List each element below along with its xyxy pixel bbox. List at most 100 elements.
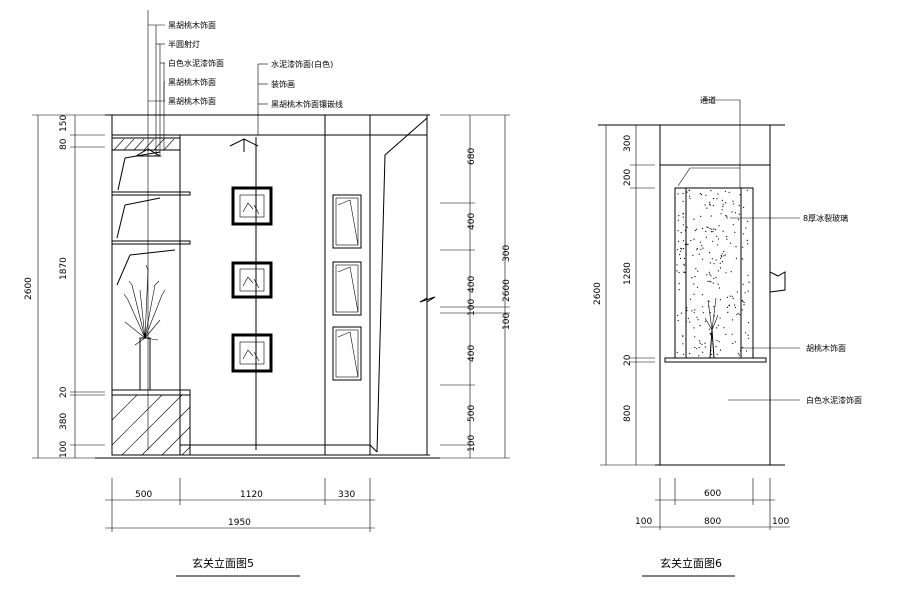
speckle-dot (682, 216, 684, 218)
speckle-dot (698, 346, 700, 349)
speckle-dot (686, 309, 688, 311)
speckle-dot (731, 333, 733, 335)
speckle-dot (747, 322, 750, 324)
dim-150: 150 (59, 115, 69, 132)
dim-380: 380 (59, 413, 69, 430)
elevation-6-title: 玄关立面图6 (660, 556, 722, 570)
speckle-dot (715, 346, 717, 348)
speckle-dot (744, 292, 746, 294)
speckle-dot (696, 247, 699, 250)
dim-100-right: 100 (502, 313, 512, 330)
e6-label-paint: 白色水泥漆饰面 (806, 395, 862, 405)
speckle-dot (735, 246, 737, 248)
speckle-dot (719, 262, 721, 264)
speckle-dot (682, 200, 684, 202)
speckle-dot (680, 250, 682, 252)
elevation-5-outline (95, 114, 440, 459)
elevation-6-outline (598, 124, 786, 466)
speckle-dot (688, 195, 691, 197)
speckle-dot (743, 304, 745, 306)
speckle-dot (677, 240, 680, 242)
speckle-dot (699, 340, 701, 342)
speckle-dot (748, 281, 750, 283)
speckle-dot (742, 300, 744, 303)
speckle-dot (677, 230, 679, 232)
e6-bottom-dimensions: 600 800 100 100 (635, 478, 790, 530)
speckle-dot (709, 312, 712, 314)
speckle-dot (676, 351, 678, 353)
speckle-dot (706, 274, 708, 276)
speckle-dot (701, 227, 704, 230)
right-dimensions: 680 400 400 100 400 500 100 300 2600 100 (419, 114, 512, 459)
speckle-dot (708, 252, 711, 254)
speckle-dot (682, 335, 684, 337)
speckle-dot (680, 312, 683, 314)
speckle-dot (710, 231, 713, 233)
speckle-dot (704, 346, 706, 348)
label-l5: 黑胡桃木饰面 (168, 96, 216, 106)
speckle-dot (719, 299, 722, 301)
dim-80: 80 (59, 138, 69, 150)
dim-330: 330 (338, 490, 355, 500)
label-l3: 白色水泥漆饰面 (168, 58, 224, 68)
speckle-dot (742, 233, 744, 235)
speckle-dot (734, 212, 737, 214)
e6-dim-2600: 2600 (593, 282, 603, 305)
speckle-dot (679, 254, 681, 256)
e6-dim-100-right: 100 (772, 517, 789, 527)
speckle-dot (747, 290, 749, 292)
speckle-dot (692, 254, 694, 256)
speckle-dot (683, 353, 685, 355)
speckle-dot (727, 311, 729, 313)
dim-100-r1: 100 (467, 299, 477, 316)
speckle-dot (711, 228, 713, 230)
elevation-5: 黑胡桃木饰面 半圆射灯 白色水泥漆饰面 黑胡桃木饰面 黑胡桃木饰面 水泥漆饰面(… (24, 10, 512, 577)
counter-hatch (111, 394, 191, 456)
speckle-dot (748, 337, 750, 339)
speckle-dot (701, 258, 704, 260)
e6-dim-20: 20 (623, 354, 633, 366)
speckle-dot (729, 295, 731, 297)
speckle-dot (696, 286, 699, 288)
speckle-dot (741, 309, 743, 311)
speckle-dot (678, 289, 680, 291)
speckle-dot (685, 263, 687, 265)
vase-icon (709, 329, 715, 359)
speckle-dot (725, 202, 727, 204)
speckle-dot (693, 327, 695, 329)
speckle-dot (704, 320, 707, 322)
speckle-dot (686, 243, 688, 245)
dim-20: 20 (59, 386, 69, 398)
speckle-dot (682, 213, 684, 215)
speckle-dot (731, 319, 734, 321)
speckle-dot (746, 189, 748, 191)
label-r2: 装饰画 (271, 79, 295, 89)
speckle-dot (711, 353, 713, 355)
speckle-dot (680, 247, 682, 249)
speckle-dot (718, 287, 721, 289)
speckle-dot (734, 306, 737, 309)
speckle-dot (678, 283, 680, 285)
elevation-6: 通道 8厚冰裂玻璃 胡桃木饰面 白色水泥漆饰面 2600 300 200 128… (593, 95, 862, 577)
speckle-dot (717, 324, 720, 326)
speckle-dot (695, 228, 698, 230)
speckle-dot (747, 334, 749, 336)
speckle-dot (694, 309, 696, 311)
right-annotations: 水泥漆饰面(白色) 装饰画 黑胡桃木饰面镶嵌线 (257, 59, 343, 135)
speckle-dot (723, 327, 725, 329)
speckle-dot (683, 247, 685, 250)
speckle-dot (745, 332, 747, 334)
speckle-dot (700, 215, 702, 217)
speckle-dot (738, 354, 740, 356)
e6-dim-1280: 1280 (623, 262, 633, 285)
speckle-dot (732, 342, 734, 345)
e6-label-glass: 8厚冰裂玻璃 (803, 213, 848, 223)
speckle-dot (714, 229, 717, 231)
speckle-dot (693, 293, 695, 295)
speckle-dot (715, 259, 717, 261)
dim-2600-left: 2600 (24, 277, 34, 300)
speckle-dot (718, 225, 720, 227)
speckle-dot (698, 355, 700, 357)
frosted-glass-panel (674, 187, 754, 359)
speckle-dot (736, 291, 738, 293)
